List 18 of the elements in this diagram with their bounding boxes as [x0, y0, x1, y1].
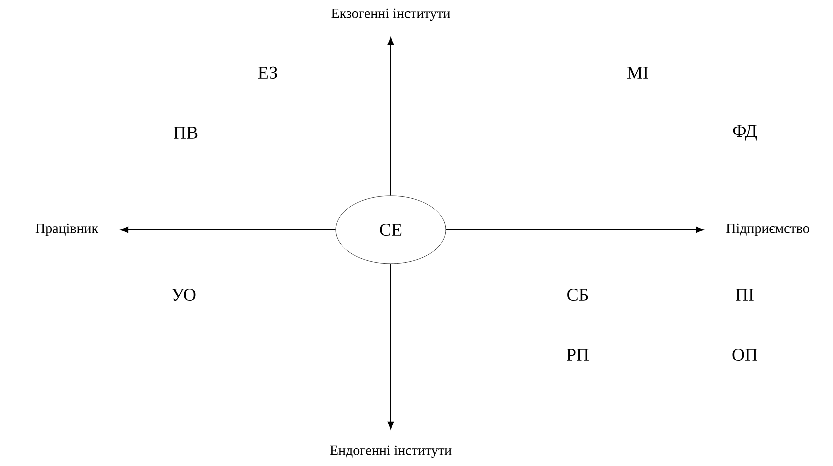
- axis-label: Працівник: [36, 224, 99, 236]
- ellipse-node: СЕ: [336, 196, 446, 264]
- quadrant-label: ПВ: [174, 127, 198, 139]
- arrow: [388, 38, 394, 196]
- quadrant-label: ПІ: [736, 289, 754, 301]
- axis-label: Ендогенні інститути: [330, 446, 452, 458]
- quadrant-label: УО: [172, 288, 196, 302]
- quadrant-label: ОП: [732, 348, 758, 362]
- quadrant-label: ФД: [733, 125, 758, 141]
- axis-label: Екзогенні інститути: [332, 8, 450, 22]
- quadrant-label: РП: [567, 349, 589, 361]
- arrow: [388, 264, 394, 430]
- quadrant-label: ЕЗ: [258, 66, 278, 80]
- quadrant-label: СБ: [568, 288, 588, 302]
- axis-label: Підприємство: [726, 224, 810, 236]
- arrow: [121, 226, 336, 234]
- quadrant-label: МІ: [628, 67, 648, 79]
- arrow: [446, 226, 704, 234]
